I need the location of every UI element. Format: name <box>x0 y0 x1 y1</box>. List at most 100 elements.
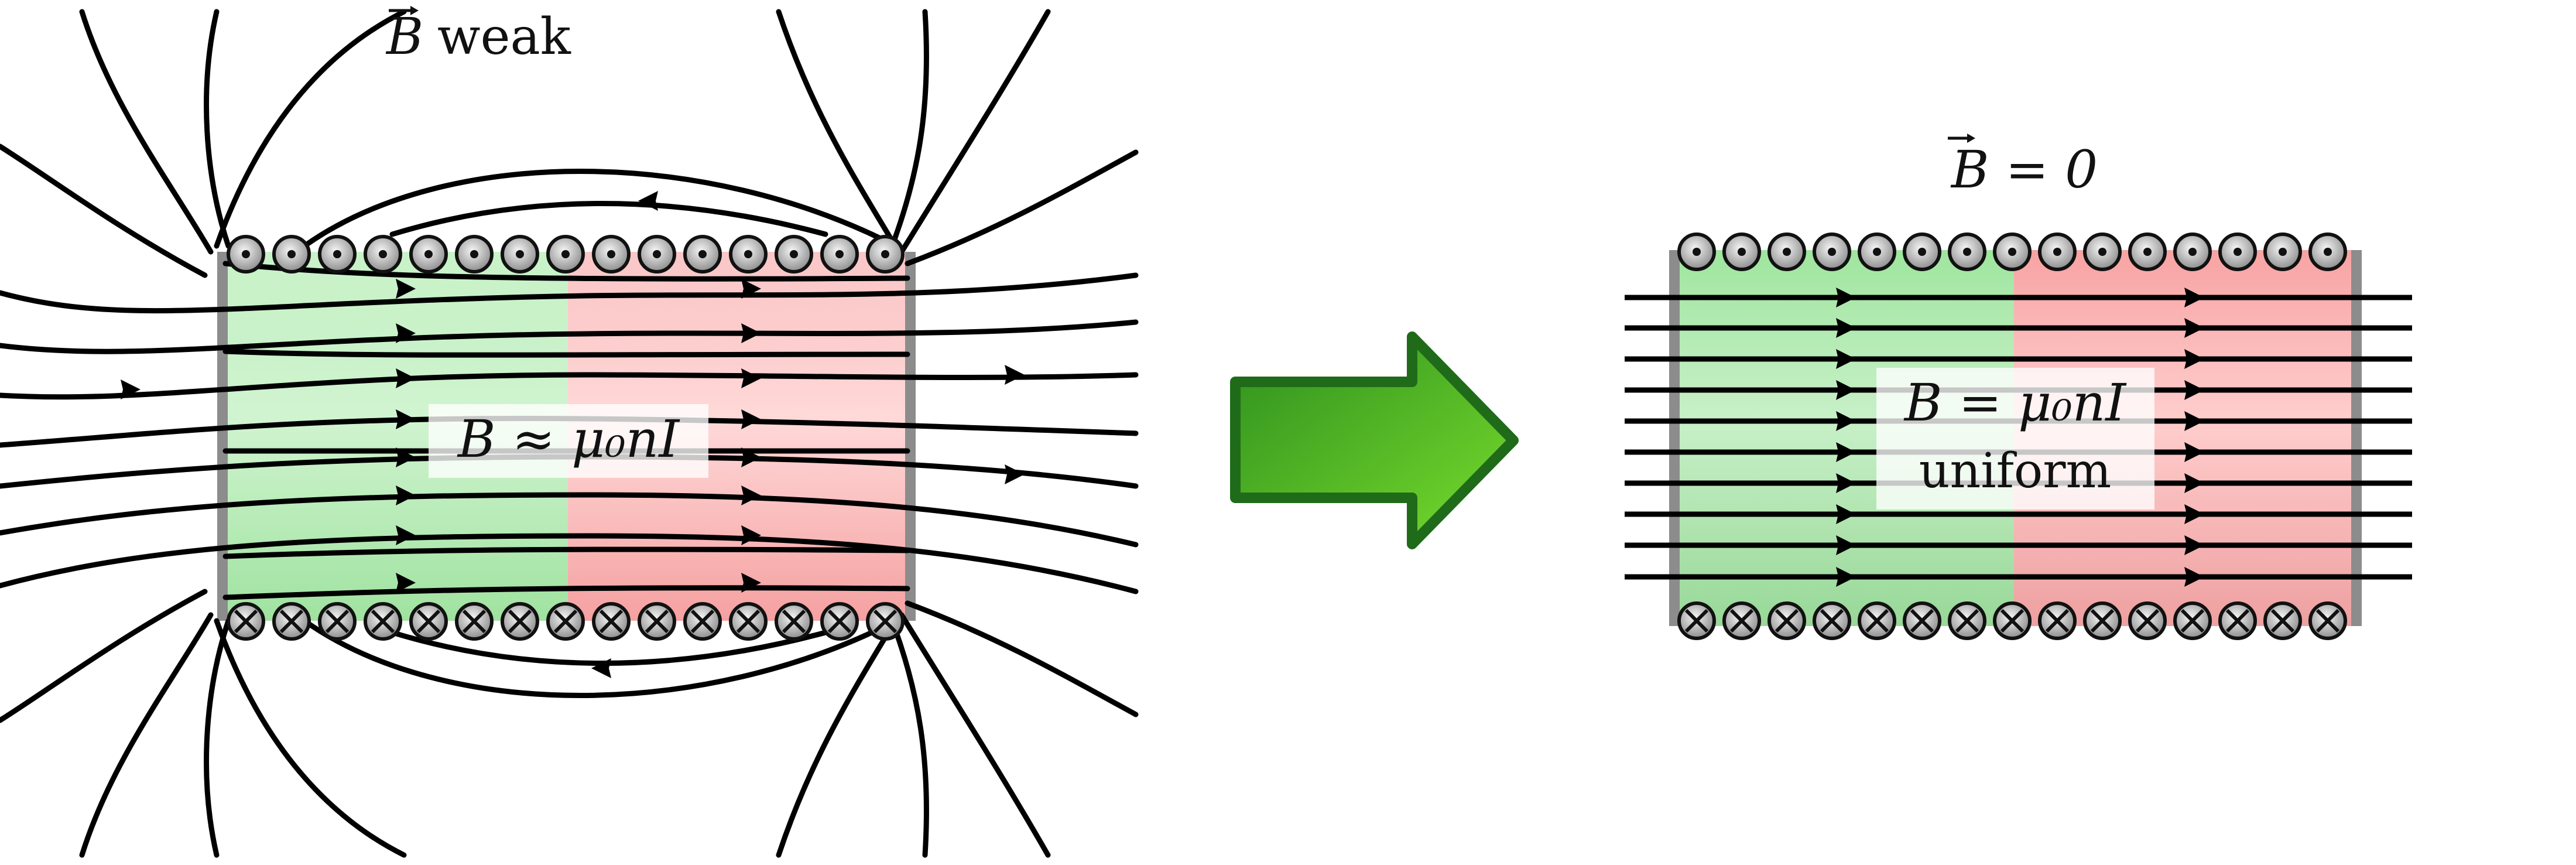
field-line-inner-5 <box>222 585 910 600</box>
wire-cross <box>638 602 676 641</box>
wire-dot-center <box>470 250 478 258</box>
left-arrow-5 <box>396 368 416 388</box>
right-arrow <box>2184 318 2204 338</box>
right-arrow <box>1836 473 1856 493</box>
wire-cross <box>2038 601 2077 640</box>
wire-cross <box>455 602 494 641</box>
wire-cross <box>364 602 402 641</box>
right-arrow <box>1836 380 1856 400</box>
left-arrow-21 <box>591 658 611 678</box>
field-line-mid-6 <box>0 492 1139 548</box>
left-arrow-10 <box>741 447 761 467</box>
right-arrow <box>2184 567 2204 587</box>
field-line-bottom-8 <box>776 612 902 858</box>
wire-cross <box>2218 601 2257 640</box>
left-arrow-17 <box>121 379 141 399</box>
left-bottom-wires <box>227 602 905 641</box>
wire-dot-center <box>287 250 296 258</box>
wire-cross <box>1948 601 1986 640</box>
wire-dot-center <box>790 250 798 258</box>
right-arrow <box>1836 318 1856 338</box>
field-line-bottom-5 <box>79 612 214 858</box>
field-line-bottom-7 <box>899 612 1051 858</box>
transition-arrow <box>1230 331 1519 549</box>
right-arrow <box>2184 473 2204 493</box>
right-field-arrows <box>1836 288 2204 587</box>
left-field-arrows <box>121 191 1025 678</box>
transition-arrow-icon <box>1230 331 1519 549</box>
field-line-bottom-2 <box>302 618 899 698</box>
wire-dot-center <box>2098 248 2106 256</box>
right-arrow <box>2184 535 2204 555</box>
wire-cross <box>2308 601 2347 640</box>
right-arrow <box>2184 349 2204 369</box>
wire-cross <box>546 602 585 641</box>
field-line-bottom-4 <box>204 618 231 858</box>
field-line-top-2 <box>302 169 899 249</box>
wire-cross <box>2083 601 2122 640</box>
field-line-mid-3 <box>0 372 1139 400</box>
left-center-label-box <box>429 404 708 478</box>
wire-cross <box>409 602 448 641</box>
field-line-mid-7 <box>0 533 1139 594</box>
wire-dot-center <box>2234 248 2242 256</box>
right-arrow <box>2184 380 2204 400</box>
wire-cross <box>1903 601 1941 640</box>
wire-dot-center <box>1693 248 1701 256</box>
right-arrow <box>2184 288 2204 307</box>
wire-cross <box>775 602 813 641</box>
right-arrow <box>1836 288 1856 307</box>
wire-dot-center <box>2008 248 2016 256</box>
right-arrow <box>1836 349 1856 369</box>
field-line-top-1 <box>389 201 828 237</box>
field-line-top-3 <box>214 9 407 249</box>
left-center-label: B ≈ μ₀nI <box>457 409 680 469</box>
wire-cross <box>1858 601 1896 640</box>
left-arrow-12 <box>741 486 761 505</box>
vector-arrow-head <box>410 6 419 15</box>
wire-cross <box>820 602 859 641</box>
wire-cross <box>501 602 539 641</box>
left-arrow-11 <box>396 486 416 505</box>
field-line-mid-1 <box>0 272 1139 314</box>
wire-dot-center <box>2324 248 2332 256</box>
wire-dot-center <box>1738 248 1746 256</box>
wire-dot-center <box>1828 248 1836 256</box>
wire-cross <box>272 602 311 641</box>
weak-label: weak <box>437 8 571 66</box>
field-line-top-10 <box>0 143 208 278</box>
wire-dot-center <box>561 250 570 258</box>
right-solenoid-panel: B = μ₀nI uniform B = 0 <box>1625 134 2412 640</box>
wire-dot-center <box>881 250 889 258</box>
right-arrow <box>2184 411 2204 431</box>
wire-cross <box>866 602 905 641</box>
right-arrow <box>2184 504 2204 524</box>
right-center-label-line2: uniform <box>1919 443 2112 499</box>
wire-cross <box>2173 601 2212 640</box>
wire-dot-center <box>242 250 250 258</box>
field-line-bottom-3 <box>214 618 407 858</box>
wire-cross <box>729 602 768 641</box>
right-arrow <box>1836 442 1856 462</box>
left-arrow-20 <box>638 191 658 211</box>
field-line-top-4 <box>204 9 231 249</box>
right-arrow <box>1836 567 1856 587</box>
wire-cross <box>2263 601 2302 640</box>
wire-cross <box>318 602 357 641</box>
vector-b-top-left: B weak <box>385 6 571 66</box>
vector-arrow-head <box>1967 134 1975 143</box>
left-arrow-15 <box>396 573 416 593</box>
right-center-label-box <box>1876 368 2154 510</box>
left-arrow-1 <box>396 279 416 299</box>
field-line-bottom-9 <box>905 600 1139 717</box>
field-line-mid-2 <box>0 319 1139 354</box>
field-line-top-5 <box>79 9 214 255</box>
wire-cross <box>1813 601 1851 640</box>
wire-dot-center <box>744 250 752 258</box>
field-line-top-6 <box>887 9 929 255</box>
wire-dot-center <box>607 250 615 258</box>
right-center-label-line1: B = μ₀nI <box>1903 372 2127 433</box>
wire-dot-center <box>1783 248 1791 256</box>
left-arrow-2 <box>741 279 761 299</box>
